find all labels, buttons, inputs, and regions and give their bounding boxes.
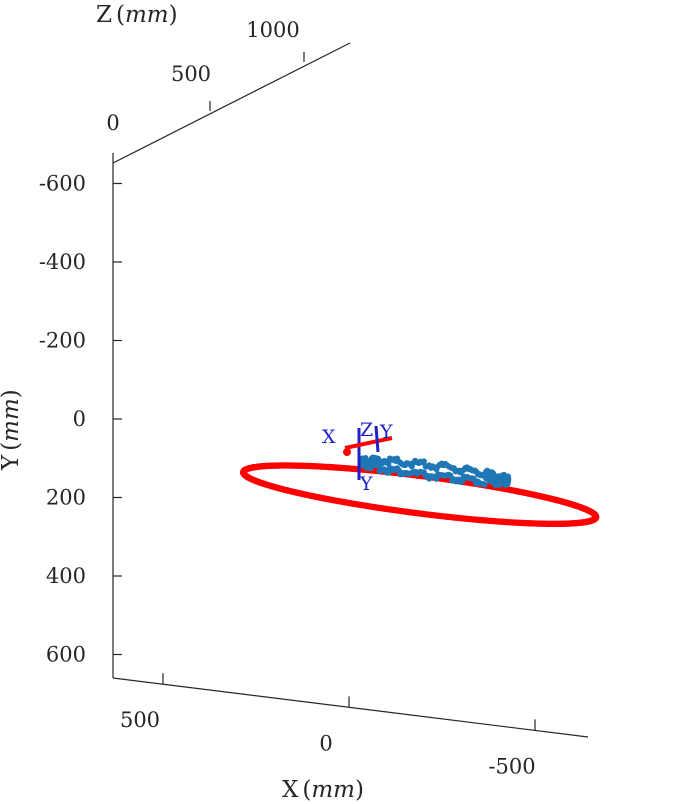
y-axis-title-letter: Y <box>0 454 24 471</box>
y-tick-label: -400 <box>39 250 86 274</box>
data-point <box>433 475 440 482</box>
x-tick-label: 0 <box>319 731 332 755</box>
y-tick-label: 600 <box>46 643 86 667</box>
y-axis-title: Y(mm) <box>0 389 24 471</box>
z-axis-title: Z(mm) <box>96 2 178 28</box>
data-point <box>481 481 488 488</box>
frame-label: X <box>322 426 336 448</box>
frame-axis-z <box>374 425 380 453</box>
y-tick-label: 0 <box>73 407 86 431</box>
x-axis-line <box>112 677 589 738</box>
y-axis-ticks: -600 -400 -200 0 200 400 600 <box>39 172 122 667</box>
frame-axis-x <box>344 436 393 450</box>
z-axis-title-unit: mm <box>125 2 169 28</box>
z-tick-label: 0 <box>106 111 119 135</box>
x-tick-label: 500 <box>120 708 160 732</box>
z-tick-label: 1000 <box>246 18 299 42</box>
y-tick-label: 200 <box>46 486 86 510</box>
x-axis-ticks: 500 0 -500 <box>120 673 536 778</box>
y-tick-label: 400 <box>46 564 86 588</box>
frame-label: Y <box>379 421 393 443</box>
y-tick-label: -200 <box>39 329 86 353</box>
y-tick-label: -600 <box>39 172 86 196</box>
x-axis-title-letter: X <box>282 777 299 803</box>
series-blue-points <box>357 454 512 489</box>
data-point <box>422 463 429 470</box>
series-red-points <box>240 462 600 528</box>
x-tick-label: -500 <box>488 754 535 778</box>
frame-label: Y <box>359 473 373 495</box>
y-axis-title-unit: mm <box>0 398 24 442</box>
z-axis-line <box>112 42 351 164</box>
data-point <box>240 468 247 476</box>
x-axis-title: X(mm) <box>282 777 364 803</box>
x-axis-title-unit: mm <box>311 777 355 803</box>
z-axis-title-letter: Z <box>96 2 112 28</box>
data-series <box>240 454 600 528</box>
z-axis-ticks: 0 500 1000 <box>106 18 305 163</box>
frame-label: Z <box>360 419 373 441</box>
z-tick-label: 500 <box>171 62 211 86</box>
frame-origin <box>343 448 351 456</box>
